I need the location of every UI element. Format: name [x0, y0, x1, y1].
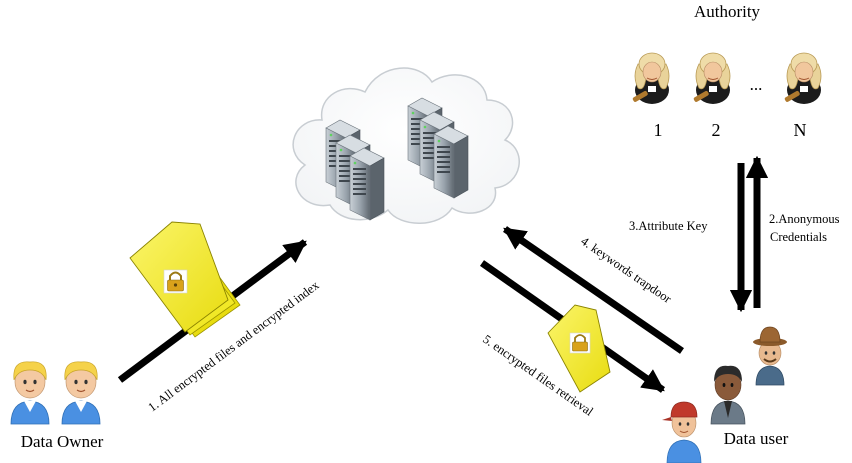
- arrow-trapdoor: [503, 226, 684, 354]
- authority-number-1: 1: [654, 120, 663, 140]
- authority-label: Authority: [694, 2, 761, 21]
- person-icon: [662, 401, 702, 463]
- locked-document-icon: [547, 304, 611, 393]
- judge-icon: [783, 52, 822, 105]
- authority-number-2: 2: [712, 120, 721, 140]
- step2-label-line1: 2.Anonymous: [769, 212, 840, 226]
- step3-label: 3.Attribute Key: [629, 219, 708, 233]
- data-user-label: Data user: [724, 429, 789, 448]
- server-icon: [349, 147, 385, 221]
- person-icon: [10, 361, 50, 425]
- authority-ellipsis: ...: [750, 75, 763, 94]
- authority-number-n: N: [794, 120, 807, 140]
- locked-document-icon: [129, 221, 241, 338]
- server-icon: [433, 125, 469, 199]
- person-icon: [710, 365, 746, 425]
- step4-label: 4. keywords trapdoor: [578, 234, 674, 307]
- judge-icon: [692, 52, 731, 105]
- judge-icon: [631, 52, 670, 105]
- data-owner-label: Data Owner: [21, 432, 104, 451]
- step2-label-line2: Credentials: [770, 230, 827, 244]
- person-icon: [753, 326, 787, 386]
- person-icon: [61, 361, 101, 425]
